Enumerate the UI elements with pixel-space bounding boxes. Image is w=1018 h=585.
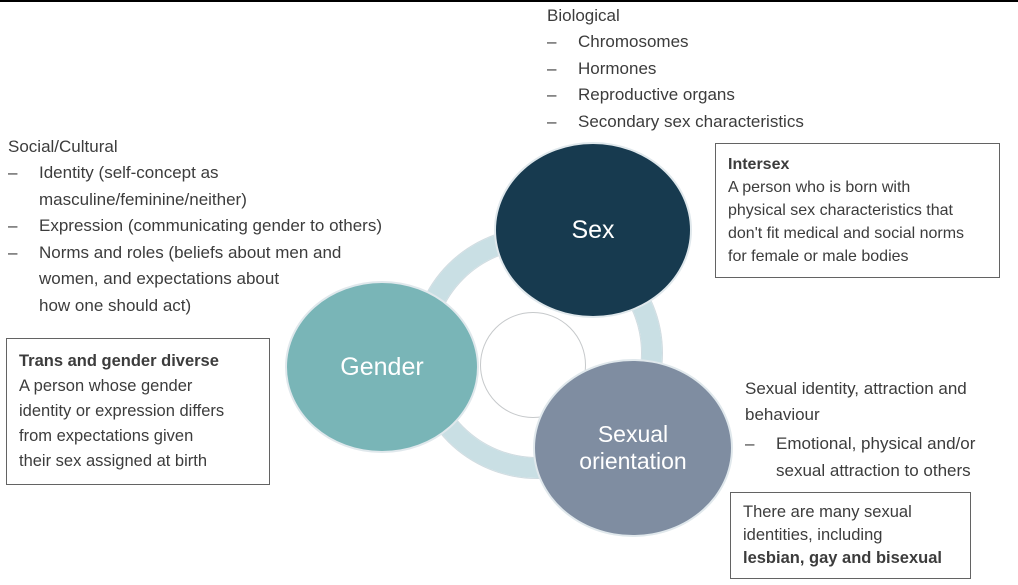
biological-list: – Chromosomes – Hormones – Reproductive organ… [547, 29, 887, 135]
dash-marker: – [547, 111, 557, 131]
list-item-text: Expression (communicating gender to othe… [39, 216, 382, 235]
gender-circle-label: Gender [340, 352, 424, 381]
list-item: – Hormones [547, 56, 887, 83]
dash-marker: – [8, 216, 18, 235]
identities-box-body: There are many sexual identities, includ… [743, 503, 912, 544]
sex-circle-label: Sex [571, 215, 615, 244]
list-item: – Chromosomes [547, 29, 887, 56]
list-item-text: Hormones [578, 58, 657, 78]
list-item-text: Reproductive organs [578, 85, 735, 104]
dash-marker: – [547, 32, 557, 51]
dash-marker: – [8, 163, 18, 182]
social-cultural-list: – Identity (self-concept as masculine/fem… [8, 160, 460, 319]
dash-marker: – [745, 434, 755, 453]
list-item: – Secondary sex characteristics [547, 109, 887, 136]
list-item: – Identity (self-concept as masculine/fem… [8, 160, 460, 213]
trans-box-body: A person whose gender identity or expres… [19, 377, 225, 470]
sexual-identity-block: Sexual identity, attraction and behaviou… [745, 376, 997, 484]
list-item: – Expression (communicating gender to oth… [8, 213, 460, 240]
intersex-box-title: Intersex [728, 156, 790, 173]
list-item-text: Secondary sex characteristics [578, 111, 804, 131]
list-item-text: Emotional, physical and/or sexual attrac… [776, 434, 976, 480]
trans-box: Trans and gender diverse A person whose … [6, 338, 270, 485]
sex-circle: Sex [494, 142, 692, 318]
identities-box: There are many sexual identities, includ… [730, 492, 971, 579]
sexual-identity-list: – Emotional, physical and/or sexual attra… [745, 431, 997, 484]
biological-block: Biological – Chromosomes – Hormones – Reprodu… [547, 3, 887, 135]
list-item: – Norms and roles (beliefs about men and … [8, 240, 460, 320]
social-cultural-block: Social/Cultural – Identity (self-concept … [8, 134, 460, 319]
trans-box-title: Trans and gender diverse [19, 352, 219, 370]
identities-box-emphasis: lesbian, gay and bisexual [743, 549, 942, 567]
list-item-text: Chromosomes [578, 32, 689, 51]
sexual-orientation-circle: Sexual orientation [533, 359, 733, 537]
dash-marker: – [8, 242, 18, 262]
biological-title: Biological [547, 6, 620, 25]
list-item: – Emotional, physical and/or sexual attra… [745, 431, 997, 484]
list-item: – Reproductive organs [547, 82, 887, 109]
top-border-line [0, 0, 1018, 2]
sexual-orientation-circle-label: Sexual orientation [579, 421, 687, 474]
dash-marker: – [547, 58, 557, 78]
sexual-identity-title: Sexual identity, attraction and behaviou… [745, 379, 967, 424]
intersex-box: Intersex A person who is born with physi… [715, 143, 1000, 278]
intersex-box-body: A person who is born with physical sex c… [728, 179, 965, 265]
gender-circle: Gender [285, 281, 479, 453]
dash-marker: – [547, 85, 557, 104]
list-item-text: Norms and roles (beliefs about men and w… [39, 242, 342, 315]
list-item-text: Identity (self-concept as masculine/femi… [39, 163, 247, 209]
social-cultural-title: Social/Cultural [8, 137, 118, 156]
